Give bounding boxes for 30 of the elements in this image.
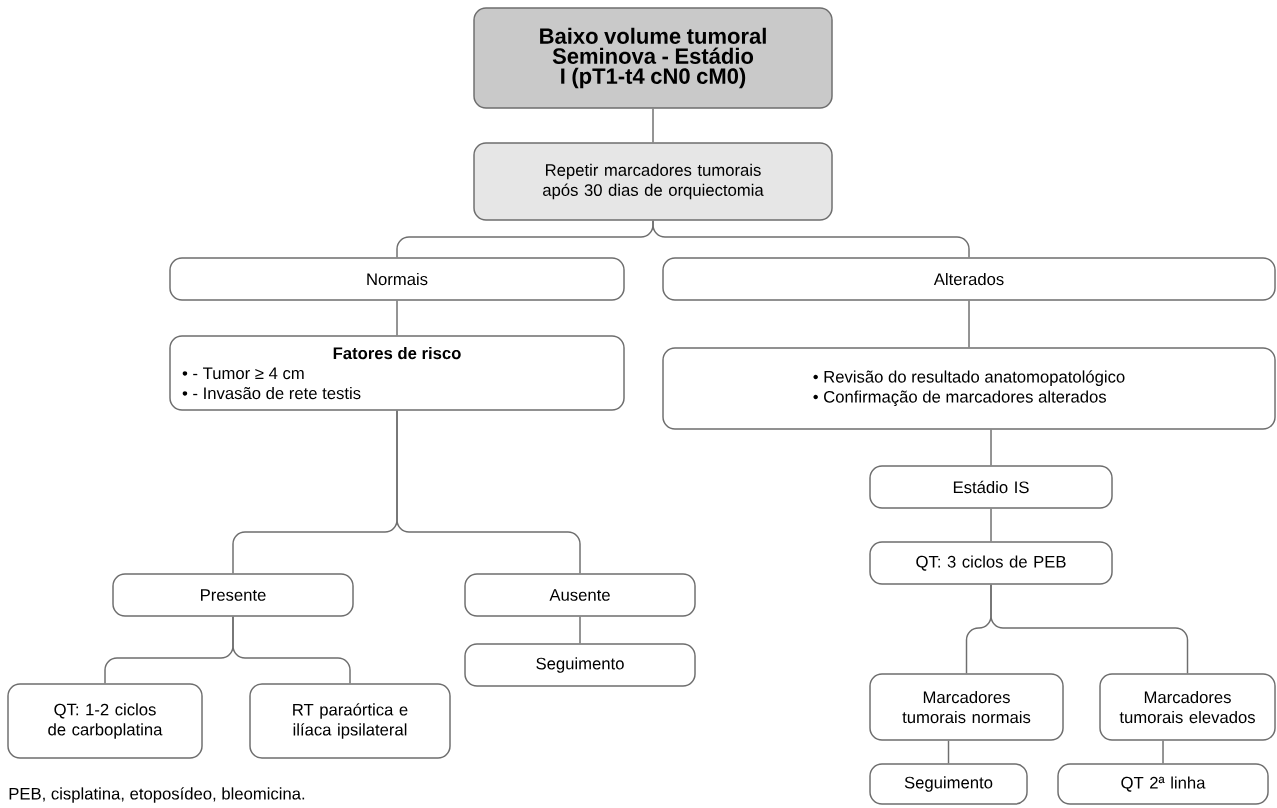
connector-line bbox=[652, 108, 654, 143]
connector-line bbox=[968, 300, 970, 348]
connector-line bbox=[396, 410, 581, 574]
process-box: Repetir marcadores tumorais após 30 dias de orquiectomia bbox=[473, 142, 833, 221]
connector-line bbox=[990, 584, 1189, 674]
connector-line bbox=[396, 300, 398, 336]
process-box: Marcadores tumorais normais bbox=[869, 673, 1064, 741]
process-box: Ausente bbox=[464, 573, 696, 617]
process-box: Marcadores tumorais elevados bbox=[1099, 673, 1276, 741]
process-box: QT 2ª linha bbox=[1057, 763, 1269, 805]
process-box: Fatores de risco • - Tumor ≥ 4 cm • - Invasão de rete testis bbox=[169, 335, 625, 411]
connector-line bbox=[990, 429, 992, 466]
process-box: Seguimento bbox=[464, 643, 696, 687]
connector-line bbox=[232, 616, 351, 684]
connector-line bbox=[579, 616, 581, 644]
connector-line bbox=[990, 508, 992, 542]
process-box: Presente bbox=[112, 573, 354, 617]
process-box: Normais bbox=[169, 257, 625, 301]
process-box: RT paraórtica e ilíaca ipsilateral bbox=[249, 683, 451, 759]
process-box: Alterados bbox=[662, 257, 1276, 301]
process-box: QT: 3 ciclos de PEB bbox=[869, 541, 1113, 585]
process-box: QT: 1-2 ciclos de carboplatina bbox=[7, 683, 203, 759]
connector-line bbox=[652, 220, 970, 258]
connector-line bbox=[1162, 740, 1164, 764]
process-box: Estádio IS bbox=[869, 465, 1113, 509]
process-box: • Revisão do resultado anatomopatológico • Confirmação de marcadores alterados bbox=[662, 347, 1276, 430]
heading-box: Baixo volume tumoral Seminova - Estádio I (pT1-t4 cN0 cM0) bbox=[473, 7, 833, 109]
footnote: PEB, cisplatina, etoposídeo, bleomicina. bbox=[9, 787, 305, 803]
connector-line bbox=[947, 740, 950, 764]
process-box: Seguimento bbox=[869, 763, 1028, 805]
